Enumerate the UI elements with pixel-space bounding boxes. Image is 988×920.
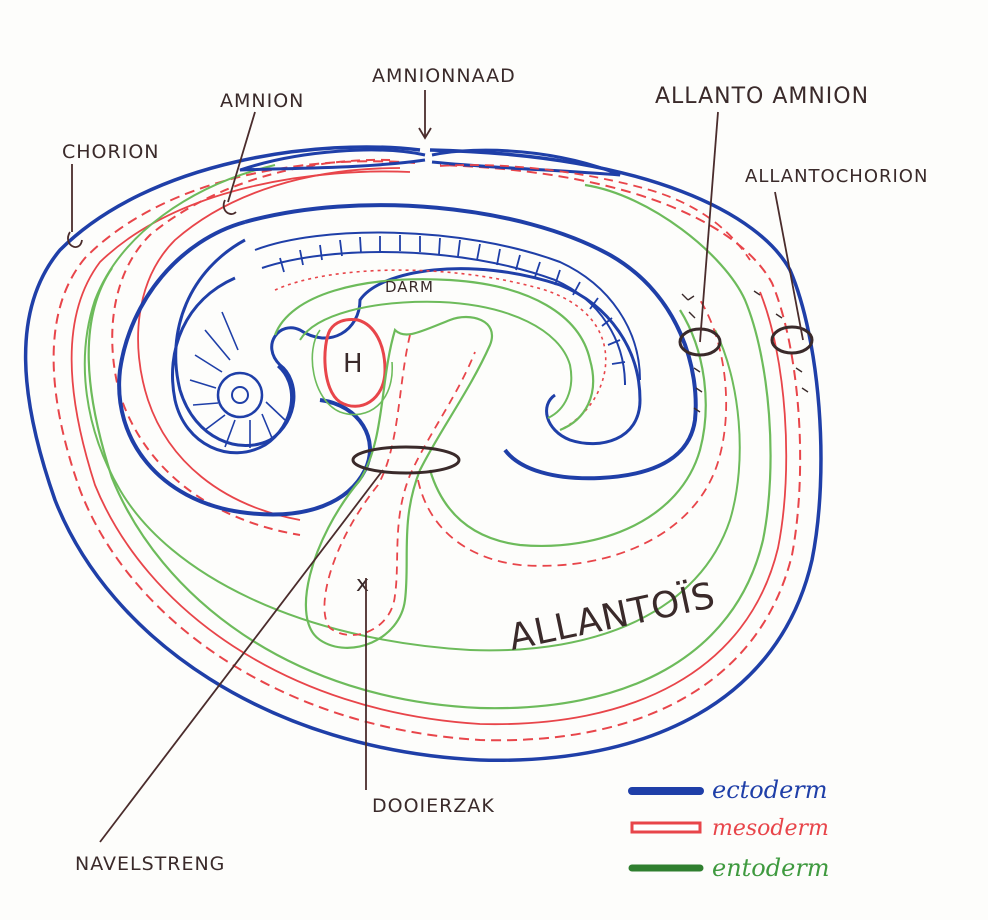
embryo-outline [174, 238, 642, 448]
label-allantochorion: ALLANTOCHORION [745, 166, 928, 187]
eye-outer [216, 371, 264, 419]
suture-left-fold [239, 148, 426, 172]
amnion-ectoderm-right [244, 203, 698, 481]
allantois [417, 299, 728, 567]
heart-inner-green [311, 329, 393, 416]
yolk-sac-mesoderm [323, 334, 476, 636]
leader-lines [67, 90, 804, 843]
legend-label-entoderm: entoderm [712, 854, 830, 882]
yolk-mark: x [356, 572, 370, 597]
embryo [171, 231, 642, 455]
allantochorion-entoderm [87, 183, 772, 710]
somite-mesoderm [274, 269, 607, 431]
chorion-mesoderm-2 [70, 170, 788, 726]
legend-label-ectoderm: ectoderm [712, 776, 828, 804]
amnion-outer-fold-green [83, 164, 741, 652]
eye-inner [231, 386, 249, 404]
suture-right-fold [431, 148, 621, 177]
label-navelstreng: NAVELSTRENG [75, 853, 225, 875]
fusion-arrows [681, 290, 809, 413]
amnion-ectoderm-inner [117, 220, 372, 517]
allantois-mesoderm [417, 299, 728, 567]
yolk-sac: x [304, 315, 494, 649]
labels: AMNIONNAAD AMNION CHORION ALLANTO AMNION… [62, 65, 928, 875]
label-amnionnaad: AMNIONNAAD [372, 65, 516, 87]
heart-label: H [343, 349, 364, 379]
amnion-mesoderm-outer [111, 158, 391, 536]
legend-swatch-mesoderm [630, 821, 702, 834]
allantochorion-ring [770, 325, 814, 355]
yolk-sac-entoderm [304, 315, 494, 649]
label-allanto-amnion: ALLANTO AMNION [655, 84, 869, 109]
head-outline [171, 276, 293, 455]
legend: ectoderm mesoderm entoderm [628, 776, 830, 882]
heart-outline [323, 318, 387, 408]
umbilical-ring [351, 445, 461, 475]
label-dooierzak: DOOIERZAK [372, 795, 495, 817]
legend-label-mesoderm: mesoderm [712, 816, 829, 841]
legend-item-ectoderm: ectoderm [628, 776, 828, 804]
label-chorion: CHORION [62, 141, 159, 163]
neural-tube-hatches [279, 235, 626, 365]
chorion-mesoderm [52, 160, 802, 742]
label-amnion: AMNION [220, 90, 304, 112]
allantois-entoderm [428, 309, 707, 547]
legend-item-mesoderm: mesoderm [630, 816, 829, 841]
neural-tube-inner [261, 251, 626, 386]
gut-entoderm-inner [299, 300, 573, 419]
head-region [171, 276, 293, 455]
neural-tube-outer [254, 231, 641, 381]
amnion-suture [239, 148, 751, 261]
head-rays [189, 311, 286, 448]
legend-item-entoderm: entoderm [628, 854, 830, 882]
label-darm: DARM [385, 278, 434, 296]
allanto-amnion-ring [678, 327, 722, 357]
label-allantois: ALLANTOÏS [505, 574, 719, 659]
heart: H [311, 318, 393, 416]
gut-entoderm [273, 278, 595, 432]
